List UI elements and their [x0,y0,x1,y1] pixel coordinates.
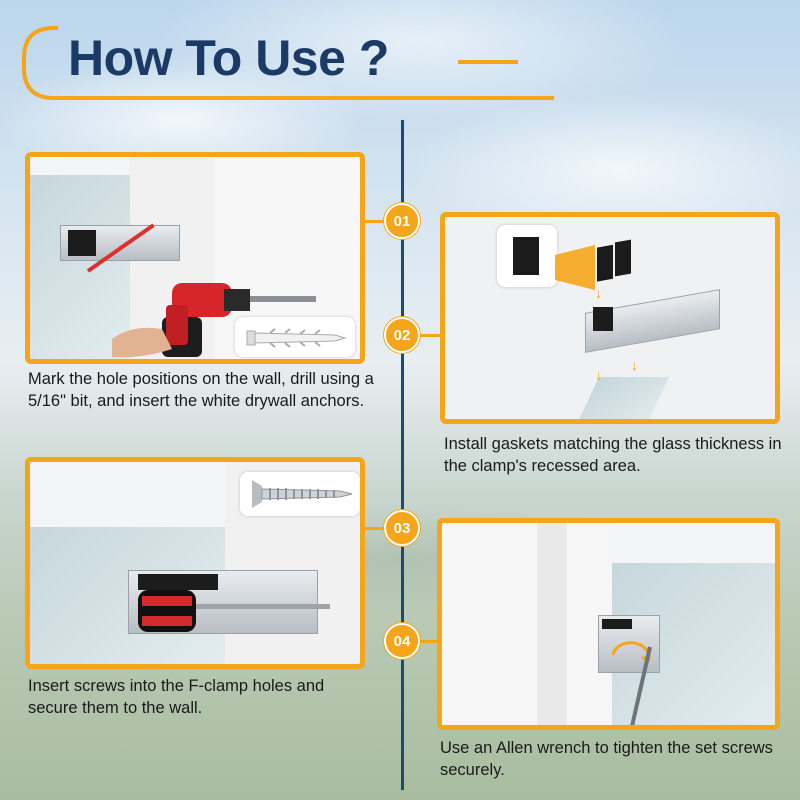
title-frame [22,26,554,100]
gasket-icon [513,237,539,275]
step-badge-04: 04 [384,623,420,659]
allen-wrench-icon [630,646,652,725]
drywall-anchor-icon [246,328,347,348]
screwdriver-icon [138,590,330,632]
connector-01 [362,220,384,223]
step-03-panel [25,457,365,669]
step-04-panel [437,518,780,730]
screw-card [240,472,360,516]
screw-icon [252,480,353,508]
step-04-caption: Use an Allen wrench to tighten the set s… [440,739,773,779]
drywall-anchor-card [235,317,355,357]
clamp-gasket [602,619,632,629]
step-01-panel [25,152,365,364]
step-01-caption: Mark the hole positions on the wall, dri… [28,370,374,410]
clamp-gasket [593,307,613,331]
clamp-gasket [68,230,96,256]
step-badge-02: 02 [384,317,420,353]
step-02-caption: Install gaskets matching the glass thick… [444,435,782,475]
wall-corner [537,523,567,725]
connector-04 [420,640,442,643]
connector-03 [362,527,384,530]
step-03-caption: Insert screws into the F-clamp holes and… [28,677,325,717]
orange-arrow: ↓ [631,357,638,373]
clamp-gasket [138,574,218,590]
step-02-panel: ↓ ↓ ↓ [440,212,780,424]
step-badge-03: 03 [384,510,420,546]
glass-pane [30,175,130,359]
timeline-line [401,120,404,790]
orange-arrow: ↓ [595,285,602,301]
wall [442,523,612,725]
orange-arrow: ↓ [595,367,602,383]
connector-02 [420,334,442,337]
drill-icon [112,283,316,358]
gasket-pair-icon [555,239,631,290]
step-badge-01: 01 [384,203,420,239]
gasket-card [497,225,557,287]
page-title: How To Use ? [68,30,389,86]
